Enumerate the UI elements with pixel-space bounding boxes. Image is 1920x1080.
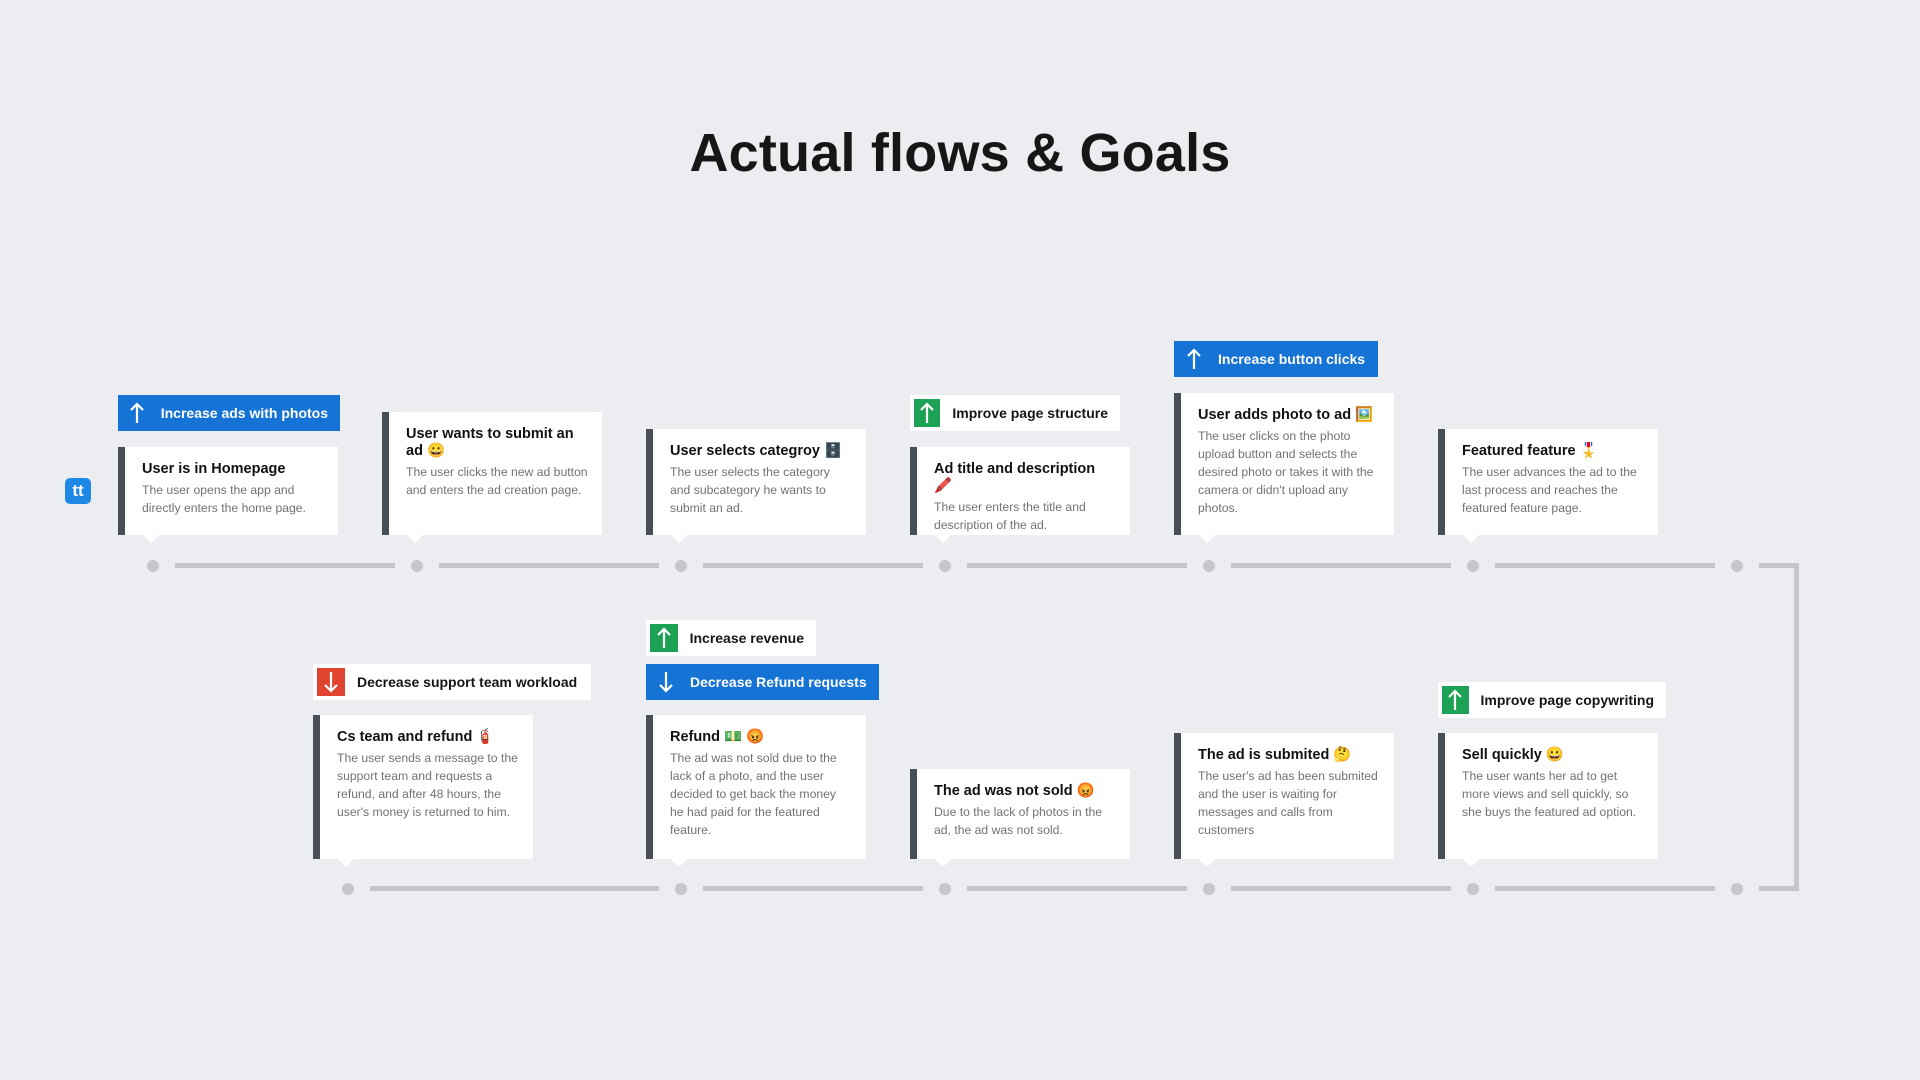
goal-increase-revenue: Increase revenue bbox=[646, 620, 816, 656]
track-segment bbox=[1231, 886, 1451, 891]
goal-increase-ads-with-photos: Increase ads with photos bbox=[118, 395, 340, 431]
arrow-up-icon bbox=[914, 399, 941, 427]
goal-label: Increase ads with photos bbox=[160, 405, 328, 421]
step-title: User is in Homepage bbox=[142, 461, 286, 477]
step-title: Cs team and refund 🧯 bbox=[337, 729, 495, 745]
step-description: The user sends a message to the support … bbox=[337, 751, 518, 819]
step-card-title-description: Ad title and description 🖍️ The user ent… bbox=[910, 447, 1130, 543]
track-node bbox=[675, 560, 687, 572]
track-segment bbox=[439, 563, 659, 568]
step-card-refund: Refund 💵 😡 The ad was not sold due to th… bbox=[646, 715, 866, 867]
arrow-up-icon bbox=[1442, 686, 1469, 714]
step-card-submit-ad: User wants to submit an ad 😀 The user cl… bbox=[382, 412, 602, 543]
track-segment bbox=[370, 886, 659, 891]
step-description: The user opens the app and directly ente… bbox=[142, 483, 306, 515]
app-logo-icon: tt bbox=[65, 478, 91, 504]
track-node bbox=[1203, 883, 1215, 895]
track-node bbox=[939, 883, 951, 895]
step-title: Sell quickly 😀 bbox=[1462, 747, 1564, 763]
goal-label: Improve page structure bbox=[952, 405, 1108, 421]
step-description: The user advances the ad to the last pro… bbox=[1462, 465, 1637, 515]
goal-decrease-refund-requests: Decrease Refund requests bbox=[646, 664, 879, 700]
track-segment bbox=[1495, 563, 1715, 568]
track-segment bbox=[967, 886, 1187, 891]
track-segment bbox=[703, 563, 923, 568]
track-node bbox=[675, 883, 687, 895]
goal-decrease-support-team-workload: Decrease support team workload bbox=[313, 664, 591, 700]
step-card-select-category: User selects categroy 🗄️ The user select… bbox=[646, 429, 866, 543]
track-node bbox=[411, 560, 423, 572]
track-node bbox=[147, 560, 159, 572]
track-segment bbox=[1759, 563, 1799, 568]
track-node bbox=[342, 883, 354, 895]
track-connector bbox=[1794, 563, 1799, 891]
track-node bbox=[1203, 560, 1215, 572]
step-card-ad-submitted: The ad is submited 🤔 The user's ad has b… bbox=[1174, 733, 1394, 867]
page-title: Actual flows & Goals bbox=[689, 123, 1231, 183]
arrow-up-icon bbox=[650, 624, 678, 652]
track-node bbox=[1731, 560, 1743, 572]
step-title: User adds photo to ad 🖼️ bbox=[1198, 407, 1374, 423]
step-title: User selects categroy 🗄️ bbox=[670, 443, 843, 459]
step-title: User wants to submit an ad 😀 bbox=[406, 426, 574, 459]
step-card-homepage: User is in Homepage The user opens the a… bbox=[118, 447, 338, 543]
goal-label: Decrease support team workload bbox=[357, 674, 578, 690]
goal-label: Increase button clicks bbox=[1218, 351, 1366, 367]
goal-increase-button-clicks: Increase button clicks bbox=[1174, 341, 1378, 377]
step-description: Due to the lack of photos in the ad, the… bbox=[934, 805, 1103, 837]
track-segment bbox=[1759, 886, 1799, 891]
goal-label: Improve page copywriting bbox=[1480, 692, 1654, 708]
arrow-down-icon bbox=[652, 668, 680, 696]
step-description: The user selects the category and subcat… bbox=[670, 465, 830, 515]
step-description: The user clicks on the photo upload butt… bbox=[1198, 429, 1374, 515]
track-node bbox=[939, 560, 951, 572]
track-segment bbox=[967, 563, 1187, 568]
step-description: The user enters the title and descriptio… bbox=[934, 500, 1086, 532]
step-title: The ad is submited 🤔 bbox=[1198, 747, 1352, 763]
arrow-up-icon bbox=[124, 399, 151, 427]
step-description: The ad was not sold due to the lack of a… bbox=[670, 751, 837, 837]
step-description: The user wants her ad to get more views … bbox=[1462, 769, 1637, 819]
step-description: The user's ad has been submited and the … bbox=[1198, 769, 1378, 837]
goal-label: Increase revenue bbox=[689, 630, 804, 646]
step-title: Refund 💵 😡 bbox=[670, 729, 765, 745]
step-card-featured-feature: Featured feature 🎖️ The user advances th… bbox=[1438, 429, 1658, 543]
track-node bbox=[1467, 560, 1479, 572]
track-segment bbox=[175, 563, 395, 568]
track-segment bbox=[1495, 886, 1715, 891]
step-card-sell-quickly: Sell quickly 😀 The user wants her ad to … bbox=[1438, 733, 1658, 867]
track-node bbox=[1467, 883, 1479, 895]
track-segment bbox=[703, 886, 923, 891]
arrow-up-icon bbox=[1180, 345, 1208, 373]
goal-label: Decrease Refund requests bbox=[690, 674, 867, 690]
step-card-add-photo: User adds photo to ad 🖼️ The user clicks… bbox=[1174, 393, 1394, 543]
goal-improve-page-copywriting: Improve page copywriting bbox=[1438, 682, 1666, 718]
step-title: Featured feature 🎖️ bbox=[1462, 443, 1598, 459]
step-card-cs-refund: Cs team and refund 🧯 The user sends a me… bbox=[313, 715, 533, 867]
step-card-ad-not-sold: The ad was not sold 😡 Due to the lack of… bbox=[910, 769, 1130, 867]
step-description: The user clicks the new ad button and en… bbox=[406, 465, 588, 497]
step-title: The ad was not sold 😡 bbox=[934, 783, 1095, 799]
track-segment bbox=[1231, 563, 1451, 568]
step-title: Ad title and description 🖍️ bbox=[934, 461, 1096, 494]
track-node bbox=[1731, 883, 1743, 895]
goal-improve-page-structure: Improve page structure bbox=[910, 395, 1120, 431]
arrow-down-icon bbox=[317, 668, 345, 696]
